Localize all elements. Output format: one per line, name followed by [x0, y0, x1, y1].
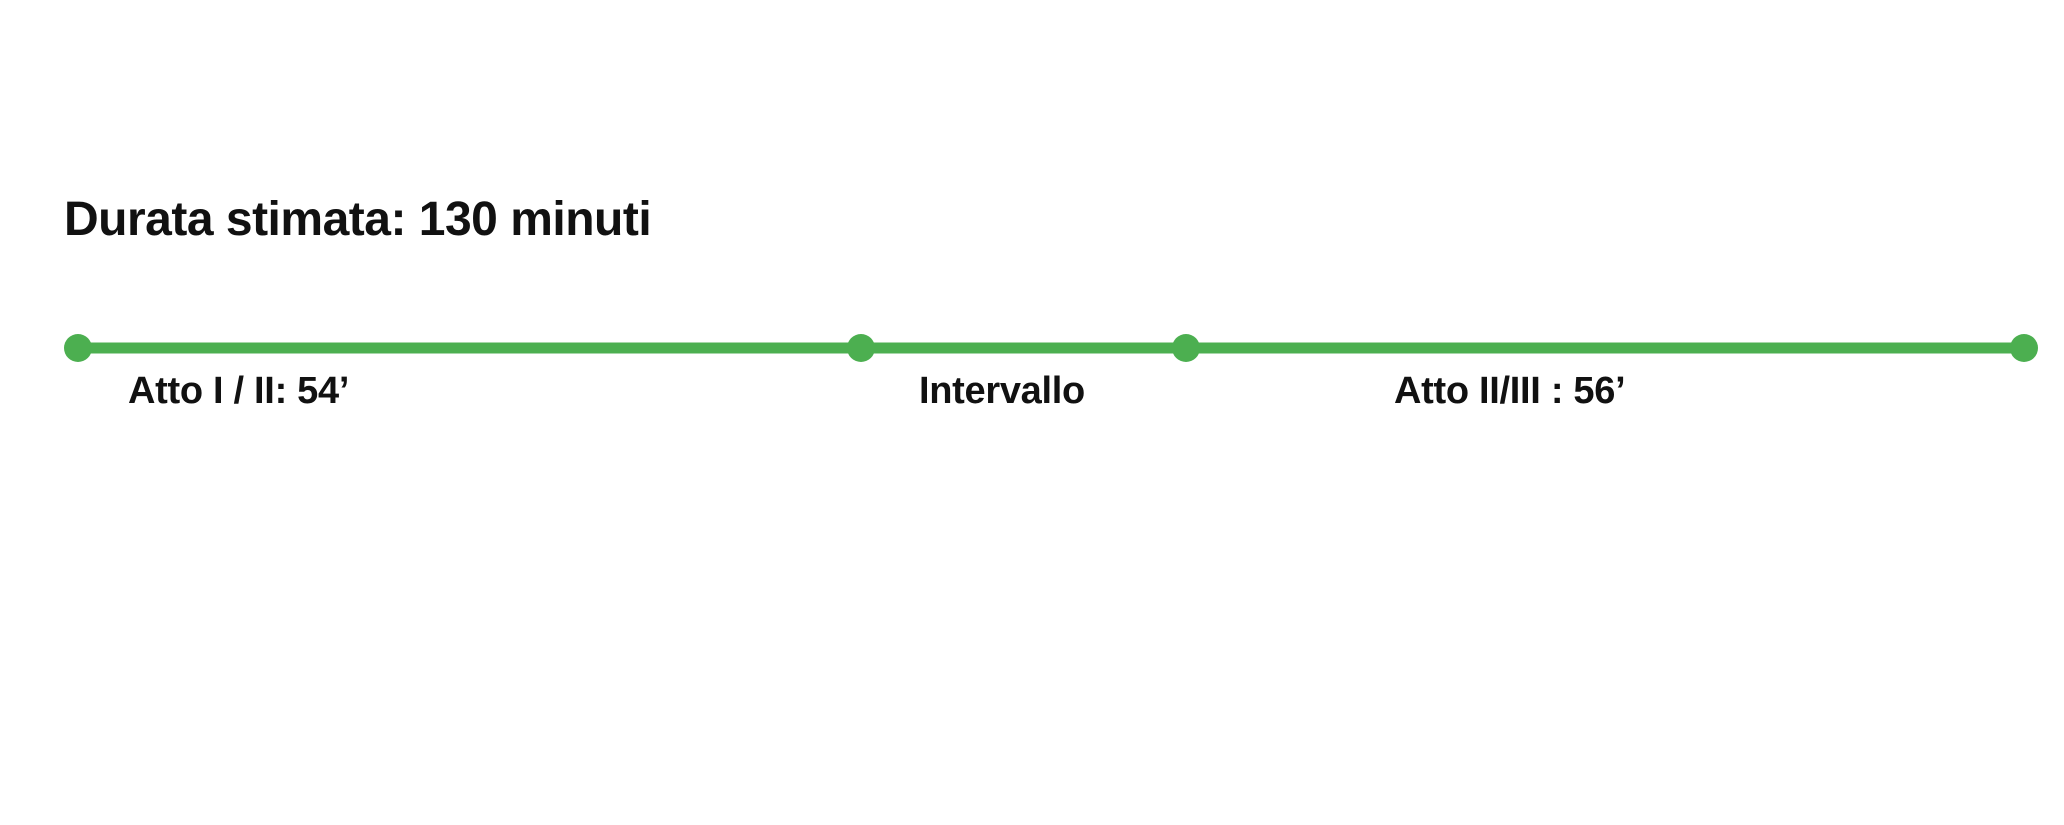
- timeline-node-interval-end: [1172, 334, 1200, 362]
- page-title: Durata stimata: 130 minuti: [64, 193, 652, 246]
- segment-label-act-1: Atto I / II: 54’: [128, 370, 350, 412]
- segment-label-intermission: Intervallo: [919, 370, 1085, 412]
- timeline-node-start: [64, 334, 92, 362]
- timeline-node-interval-start: [847, 334, 875, 362]
- segment-label-act-2: Atto II/III : 56’: [1394, 370, 1626, 412]
- timeline-node-end: [2010, 334, 2038, 362]
